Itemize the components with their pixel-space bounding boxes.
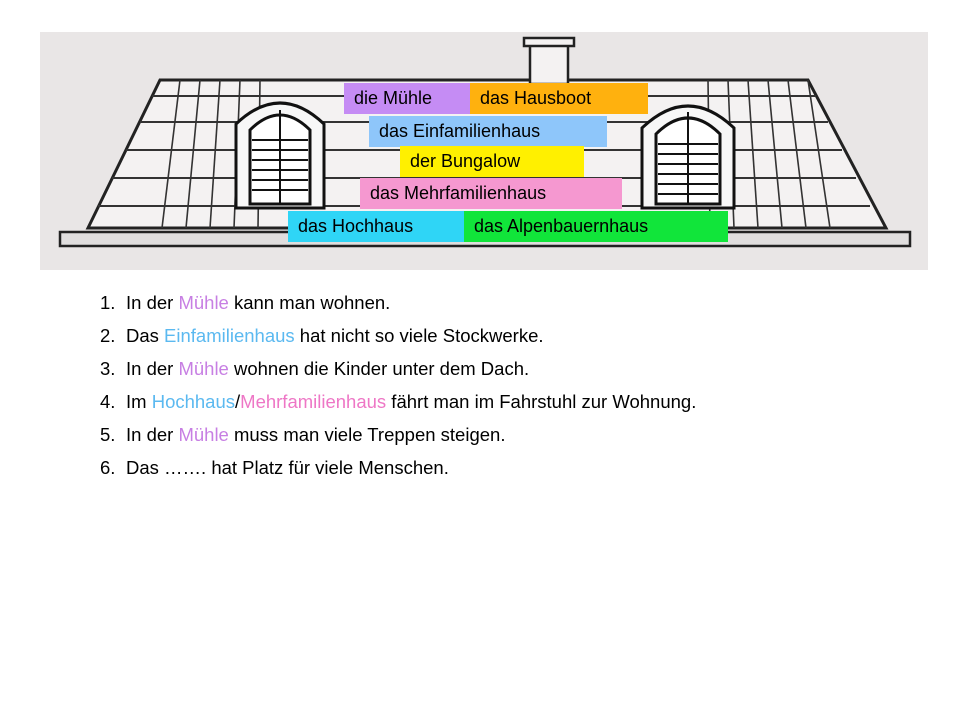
sentence-4: 4. Im Hochhaus/Mehrfamilienhaus fährt man… <box>100 389 696 422</box>
sentence-text: wohnen die Kinder unter dem Dach. <box>228 358 530 379</box>
label-der-bungalow[interactable]: der Bungalow <box>400 146 584 177</box>
answer-word: Mehrfamilienhaus <box>240 391 387 412</box>
label-die-muehle[interactable]: die Mühle <box>344 83 472 114</box>
sentence-1: 1. In der Mühle kann man wohnen. <box>100 290 696 323</box>
answer-word: Hochhaus <box>151 391 236 412</box>
sentence-number: 1. <box>100 292 116 313</box>
sentence-number: 6. <box>100 457 116 478</box>
label-das-hausboot[interactable]: das Hausboot <box>470 83 648 114</box>
answer-separator: / <box>235 391 241 412</box>
label-das-hochhaus[interactable]: das Hochhaus <box>288 211 466 242</box>
sentence-number: 4. <box>100 391 116 412</box>
label-das-alpenbauernhaus[interactable]: das Alpenbauernhaus <box>464 211 728 242</box>
sentence-number: 3. <box>100 358 116 379</box>
sentence-text: fährt man im Fahrstuhl zur Wohnung. <box>386 391 697 412</box>
answer-word: Mühle <box>178 292 229 313</box>
sentence-text: muss man viele Treppen steigen. <box>228 424 506 445</box>
sentence-text: hat nicht so viele Stockwerke. <box>294 325 544 346</box>
label-das-mehrfamilienhaus[interactable]: das Mehrfamilienhaus <box>360 178 622 209</box>
sentence-text: In der <box>126 358 179 379</box>
sentence-list: 1. In der Mühle kann man wohnen. 2. Das Ei… <box>100 290 696 488</box>
answer-word: Mühle <box>178 424 229 445</box>
sentence-number: 5. <box>100 424 116 445</box>
sentence-text: In der <box>126 424 179 445</box>
sentence-6: 6. Das ……. hat Platz für viele Menschen. <box>100 455 696 488</box>
sentence-3: 3. In der Mühle wohnen die Kinder unter d… <box>100 356 696 389</box>
sentence-text: kann man wohnen. <box>228 292 391 313</box>
answer-word: Einfamilienhaus <box>164 325 295 346</box>
sentence-text: Das <box>126 325 165 346</box>
sentence-text: Das ……. hat Platz für viele Menschen. <box>126 457 449 478</box>
sentence-5: 5. In der Mühle muss man viele Treppen st… <box>100 422 696 455</box>
sentence-2: 2. Das Einfamilienhaus hat nicht so viele… <box>100 323 696 356</box>
sentence-number: 2. <box>100 325 116 346</box>
answer-word: Mühle <box>178 358 229 379</box>
label-das-einfamilienhaus[interactable]: das Einfamilienhaus <box>369 116 607 147</box>
sentence-text: Im <box>126 391 152 412</box>
sentence-text: In der <box>126 292 179 313</box>
